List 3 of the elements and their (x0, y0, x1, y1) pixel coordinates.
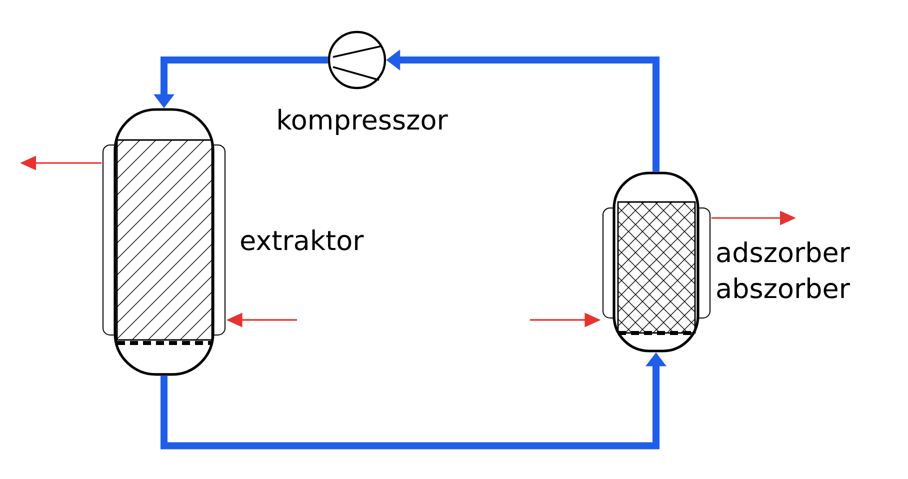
node-label: kompresszor (278, 108, 448, 136)
node-label: adszorber abszorber (717, 242, 850, 298)
node-label: extraktor (241, 230, 364, 250)
